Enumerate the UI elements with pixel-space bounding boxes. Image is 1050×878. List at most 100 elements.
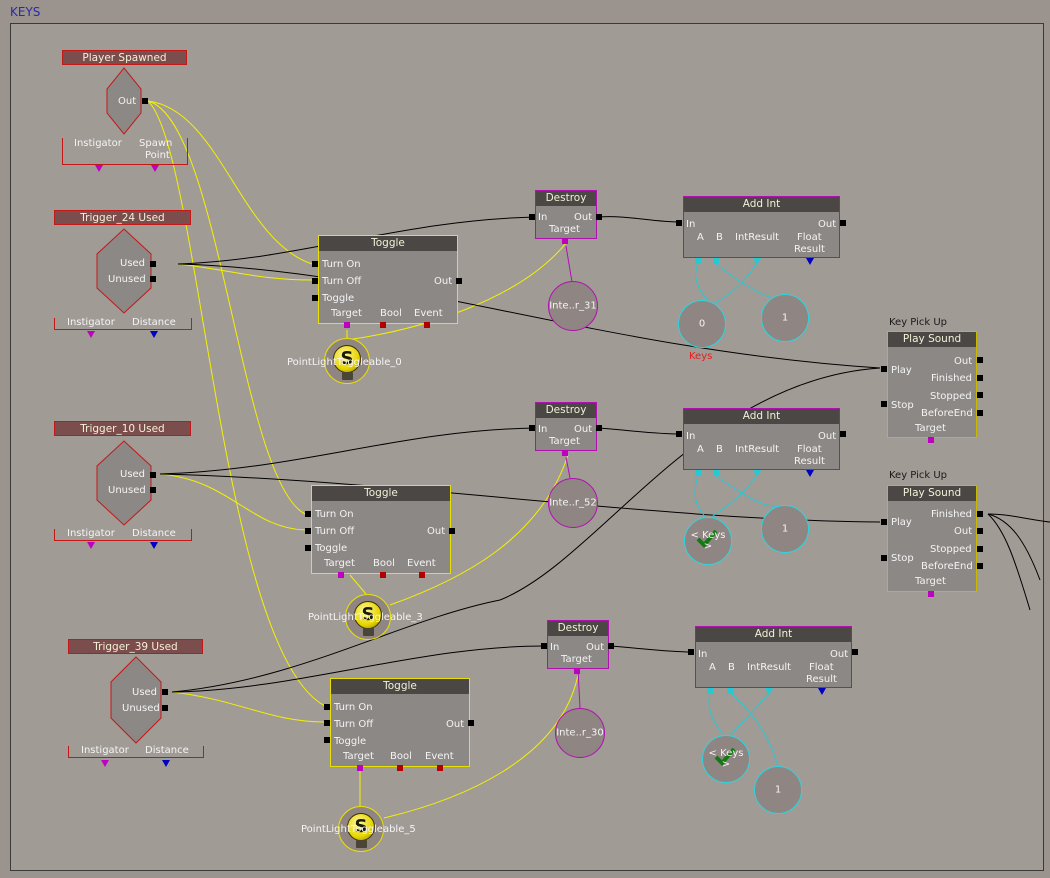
out-pin[interactable]	[977, 357, 983, 363]
toggle-pin[interactable]	[312, 295, 318, 301]
instigator-var-pin[interactable]	[101, 760, 109, 767]
distance-var-pin[interactable]	[150, 331, 158, 338]
event-var-pin[interactable]	[419, 572, 425, 578]
out-pin[interactable]	[468, 720, 474, 726]
stopped-pin[interactable]	[977, 546, 983, 552]
turn-off-pin[interactable]	[312, 278, 318, 284]
light-object-5[interactable]: S	[338, 806, 384, 852]
trigger24-title[interactable]: Trigger_24 Used	[54, 210, 191, 225]
spawnpoint-var-pin[interactable]	[151, 165, 159, 172]
instigator-var-pin[interactable]	[87, 331, 95, 338]
out-pin[interactable]	[840, 220, 846, 226]
destroy-node[interactable]: Destroy In Out Target	[547, 620, 609, 669]
toggle-node[interactable]: Toggle Turn On Turn Off Toggle Out Targe…	[311, 485, 451, 574]
object-var-inte52[interactable]: Inte..r_52	[548, 478, 598, 528]
instigator-var-pin[interactable]	[95, 165, 103, 172]
int-var-keys[interactable]: 0	[678, 300, 726, 348]
out-pin[interactable]	[449, 528, 455, 534]
turn-on-pin[interactable]	[324, 704, 330, 710]
trigger39-title[interactable]: Trigger_39 Used	[68, 639, 203, 654]
named-var-keys[interactable]: < Keys >	[684, 517, 732, 565]
target-var-pin[interactable]	[562, 238, 568, 244]
in-pin[interactable]	[676, 220, 682, 226]
target-var-pin[interactable]	[928, 591, 934, 597]
player-spawned-title[interactable]: Player Spawned	[62, 50, 187, 65]
unused-pin[interactable]	[150, 487, 156, 493]
floatresult-var-pin[interactable]	[818, 688, 826, 695]
target-var-pin[interactable]	[344, 322, 350, 328]
in-pin[interactable]	[676, 431, 682, 437]
target-var-pin[interactable]	[338, 572, 344, 578]
event-hexagon[interactable]	[110, 656, 162, 744]
distance-var-pin[interactable]	[150, 542, 158, 549]
out-pin[interactable]	[840, 431, 846, 437]
event-var-pin[interactable]	[437, 765, 443, 771]
target-var-pin[interactable]	[928, 437, 934, 443]
int-var-one[interactable]: 1	[761, 294, 809, 342]
finished-pin[interactable]	[977, 375, 983, 381]
intresult-var-pin[interactable]	[753, 470, 761, 477]
add-int-node[interactable]: Add Int In Out A B IntResult Float Resul…	[683, 408, 840, 470]
event-hexagon[interactable]	[106, 67, 142, 135]
unused-pin[interactable]	[162, 705, 168, 711]
target-var-pin[interactable]	[357, 765, 363, 771]
int-var-one[interactable]: 1	[754, 766, 802, 814]
a-var-pin[interactable]	[707, 688, 713, 694]
event-hexagon[interactable]	[96, 440, 152, 526]
distance-var-pin[interactable]	[162, 760, 170, 767]
floatresult-var-pin[interactable]	[806, 258, 814, 265]
toggle-node[interactable]: Toggle Turn On Turn Off Toggle Out Targe…	[318, 235, 458, 324]
event-var-pin[interactable]	[424, 322, 430, 328]
in-pin[interactable]	[529, 425, 535, 431]
unused-pin[interactable]	[150, 276, 156, 282]
bool-var-pin[interactable]	[397, 765, 403, 771]
in-pin[interactable]	[529, 214, 535, 220]
out-pin[interactable]	[852, 649, 858, 655]
stop-pin[interactable]	[881, 401, 887, 407]
out-pin[interactable]	[596, 425, 602, 431]
out-pin[interactable]	[456, 278, 462, 284]
intresult-var-pin[interactable]	[753, 258, 761, 265]
b-var-pin[interactable]	[713, 258, 719, 264]
int-var-one[interactable]: 1	[761, 505, 809, 553]
beforeend-pin[interactable]	[977, 563, 983, 569]
out-pin[interactable]	[596, 214, 602, 220]
instigator-var-pin[interactable]	[87, 542, 95, 549]
add-int-node[interactable]: Add Int In Out A B IntResult Float Resul…	[683, 196, 840, 258]
add-int-node[interactable]: Add Int In Out A B IntResult Float Resul…	[695, 626, 852, 688]
turn-off-pin[interactable]	[305, 528, 311, 534]
turn-off-pin[interactable]	[324, 720, 330, 726]
object-var-inte31[interactable]: Inte..r_31	[548, 281, 598, 331]
stop-pin[interactable]	[881, 555, 887, 561]
used-pin[interactable]	[162, 689, 168, 695]
used-pin[interactable]	[150, 261, 156, 267]
stopped-pin[interactable]	[977, 392, 983, 398]
event-hexagon[interactable]	[96, 228, 152, 314]
play-sound-node[interactable]: Play Sound Play Stop Finished Out Stoppe…	[887, 485, 977, 592]
b-var-pin[interactable]	[727, 688, 733, 694]
target-var-pin[interactable]	[562, 450, 568, 456]
out-pin[interactable]	[977, 528, 983, 534]
a-var-pin[interactable]	[695, 470, 701, 476]
destroy-node[interactable]: Destroy In Out Target	[535, 402, 597, 451]
play-sound-node[interactable]: Play Sound Play Stop Out Finished Stoppe…	[887, 331, 977, 438]
bool-var-pin[interactable]	[380, 572, 386, 578]
floatresult-var-pin[interactable]	[806, 470, 814, 477]
beforeend-pin[interactable]	[977, 410, 983, 416]
intresult-var-pin[interactable]	[765, 688, 773, 695]
named-var-keys[interactable]: < Keys >	[702, 735, 750, 783]
in-pin[interactable]	[541, 643, 547, 649]
light-object-3[interactable]: S	[345, 594, 391, 640]
toggle-node[interactable]: Toggle Turn On Turn Off Toggle Out Targe…	[330, 678, 470, 767]
b-var-pin[interactable]	[713, 470, 719, 476]
light-object-0[interactable]: S	[324, 338, 370, 384]
destroy-node[interactable]: Destroy In Out Target	[535, 190, 597, 239]
toggle-pin[interactable]	[305, 545, 311, 551]
target-var-pin[interactable]	[574, 668, 580, 674]
trigger10-title[interactable]: Trigger_10 Used	[54, 421, 191, 436]
a-var-pin[interactable]	[695, 258, 701, 264]
bool-var-pin[interactable]	[380, 322, 386, 328]
toggle-pin[interactable]	[324, 737, 330, 743]
out-pin[interactable]	[142, 98, 148, 104]
play-pin[interactable]	[881, 519, 887, 525]
